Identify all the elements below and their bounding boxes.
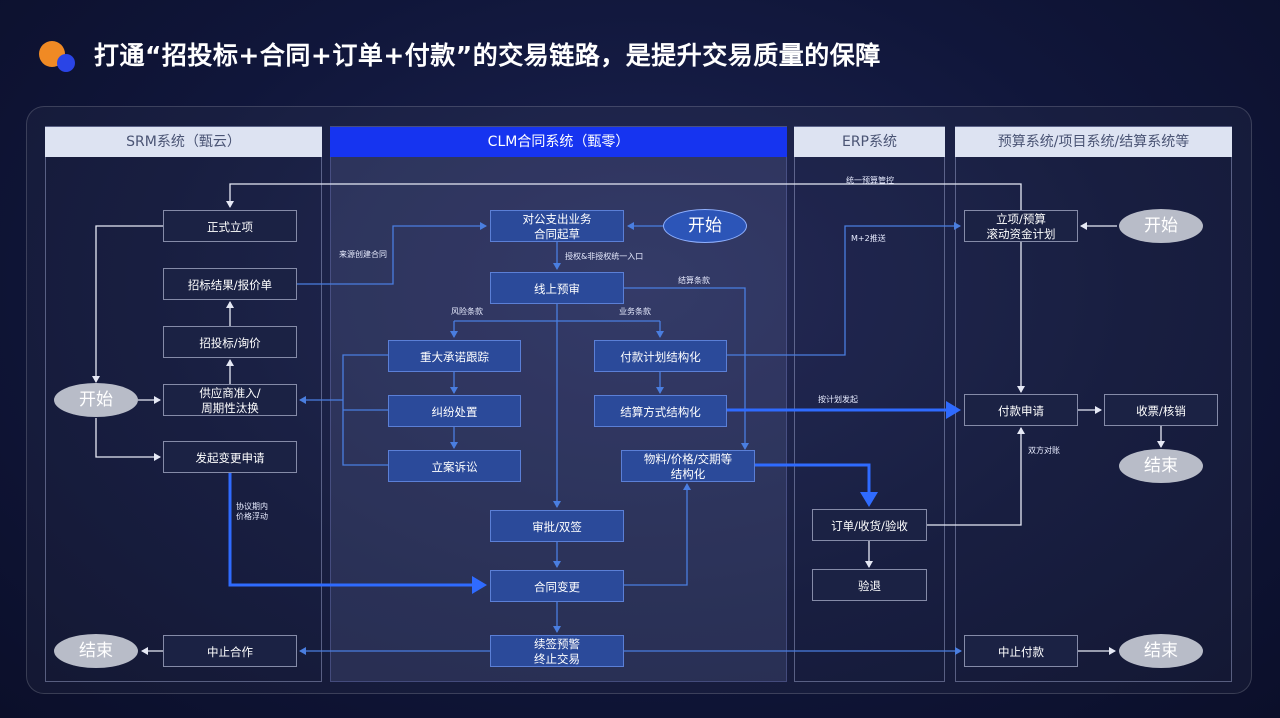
label-settle-terms: 结算条款 (678, 276, 710, 285)
erp-column-header: ERP系统 (794, 127, 945, 157)
node-dispute-handling[interactable]: 纠纷处置 (388, 395, 521, 427)
srm-column (45, 126, 322, 682)
node-formal-project[interactable]: 正式立项 (163, 210, 297, 242)
label-auth-entry: 授权&非授权统一入口 (565, 252, 644, 261)
node-contract-draft-line1: 对公支出业务 (522, 212, 592, 226)
label-price-float-2: 价格浮动 (236, 512, 268, 521)
logo-blue-dot (57, 54, 75, 72)
node-contract-change[interactable]: 合同变更 (490, 570, 624, 602)
node-project-budget-line1: 立项/预算 (996, 212, 1046, 226)
node-payment-plan[interactable]: 付款计划结构化 (594, 340, 727, 372)
node-material-structuring-line1: 物料/价格/交期等 (643, 452, 733, 466)
node-settlement-method[interactable]: 结算方式结构化 (594, 395, 727, 427)
node-supplier-admission[interactable]: 供应商准入/ 周期性汰换 (163, 384, 297, 416)
budget-end-oval-top: 结束 (1119, 449, 1203, 483)
node-payment-application[interactable]: 付款申请 (964, 394, 1078, 426)
budget-start-oval: 开始 (1119, 209, 1203, 243)
node-invoice-writeoff[interactable]: 收票/核销 (1104, 394, 1218, 426)
label-m2-push: M+2推送 (851, 234, 886, 243)
label-plan-initiate: 按计划发起 (818, 395, 858, 404)
node-material-structuring[interactable]: 物料/价格/交期等 结构化 (621, 450, 755, 482)
node-renewal-warning-line1: 续签预警 (534, 637, 580, 651)
budget-column-header: 预算系统/项目系统/结算系统等 (955, 127, 1232, 157)
node-contract-draft-line2: 合同起草 (534, 227, 580, 241)
srm-column-header: SRM系统（甄云） (45, 127, 322, 157)
page-title: 打通“招投标+合同+订单+付款”的交易链路，是提升交易质量的保障 (94, 41, 881, 70)
node-stop-cooperation[interactable]: 中止合作 (163, 635, 297, 667)
node-litigation[interactable]: 立案诉讼 (388, 450, 521, 482)
budget-end-oval-bottom: 结束 (1119, 634, 1203, 668)
srm-start-oval: 开始 (54, 383, 138, 417)
node-bidding[interactable]: 招投标/询价 (163, 326, 297, 358)
node-material-structuring-line2: 结构化 (670, 467, 706, 481)
node-bid-result[interactable]: 招标结果/报价单 (163, 268, 297, 300)
node-return[interactable]: 验退 (812, 569, 927, 601)
label-reconcile: 双方对账 (1028, 446, 1060, 455)
diagram-panel (26, 106, 1252, 694)
label-unified-budget: 统一预算管控 (846, 176, 894, 185)
clm-column-header: CLM合同系统（甄零） (330, 127, 787, 157)
node-stop-payment[interactable]: 中止付款 (964, 635, 1078, 667)
clm-start-oval: 开始 (663, 209, 747, 243)
label-risk-terms: 风险条款 (451, 307, 483, 316)
node-order-receipt[interactable]: 订单/收货/验收 (812, 509, 927, 541)
erp-column (794, 126, 945, 682)
node-project-budget[interactable]: 立项/预算 滚动资金计划 (964, 210, 1078, 242)
label-source-contract: 来源创建合同 (339, 250, 387, 259)
node-approval[interactable]: 审批/双签 (490, 510, 624, 542)
node-renewal-warning[interactable]: 续签预警 终止交易 (490, 635, 624, 667)
node-project-budget-line2: 滚动资金计划 (986, 227, 1056, 241)
node-supplier-admission-line1: 供应商准入/ (199, 386, 261, 400)
srm-end-oval: 结束 (54, 634, 138, 668)
label-price-float-1: 协议期内 (236, 502, 268, 511)
node-commitment-tracking[interactable]: 重大承诺跟踪 (388, 340, 521, 372)
node-contract-draft[interactable]: 对公支出业务 合同起草 (490, 210, 624, 242)
node-renewal-warning-line2: 终止交易 (534, 652, 580, 666)
node-change-request[interactable]: 发起变更申请 (163, 441, 297, 473)
label-business-terms: 业务条款 (619, 307, 651, 316)
node-online-review[interactable]: 线上预审 (490, 272, 624, 304)
node-supplier-admission-line2: 周期性汰换 (201, 401, 259, 415)
